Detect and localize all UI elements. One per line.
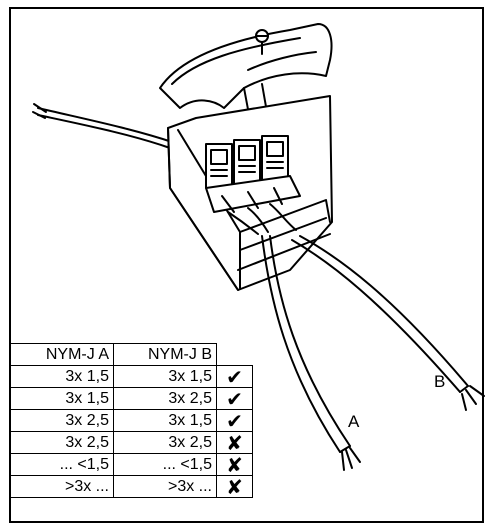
- check-mark-icon: ✔: [216, 365, 253, 388]
- cable-compatibility-table: NYM-J A NYM-J B 3x 1,5 3x 1,5 ✔ 3x 1,5 3…: [10, 343, 253, 498]
- cable-a-size: ... <1,5: [10, 453, 114, 476]
- cable-b-size: 3x 2,5: [113, 431, 217, 454]
- terminal-block-2: [233, 139, 261, 185]
- table-row: 3x 2,5 3x 2,5 ✘: [10, 431, 253, 454]
- check-mark-icon: ✔: [216, 409, 253, 432]
- hinged-lid: [159, 23, 333, 109]
- table-row: >3x ... >3x ... ✘: [10, 475, 253, 498]
- table-row: 3x 2,5 3x 1,5 ✔: [10, 409, 253, 432]
- table-row: 3x 1,5 3x 1,5 ✔: [10, 365, 253, 388]
- terminal-block-1: [205, 143, 233, 189]
- terminal-block-3: [261, 135, 289, 181]
- cable-a-size: 3x 1,5: [10, 387, 114, 410]
- incoming-cable: [37, 107, 173, 143]
- cable-a-size: 3x 1,5: [10, 365, 114, 388]
- table-row: 3x 1,5 3x 2,5 ✔: [10, 387, 253, 410]
- cable-b-size: 3x 1,5: [113, 365, 217, 388]
- x-mark-icon: ✘: [216, 475, 253, 498]
- check-mark-icon: ✔: [216, 387, 253, 410]
- cable-b-size: 3x 2,5: [113, 387, 217, 410]
- cable-a-size: 3x 2,5: [10, 431, 114, 454]
- cable-b-size: ... <1,5: [113, 453, 217, 476]
- cable-b-size: >3x ...: [113, 475, 217, 498]
- x-mark-icon: ✘: [216, 431, 253, 454]
- cable-a-size: 3x 2,5: [10, 409, 114, 432]
- x-mark-icon: ✘: [216, 453, 253, 476]
- header-nym-j-a: NYM-J A: [10, 343, 114, 366]
- cable-b: [291, 239, 461, 393]
- header-nym-j-b: NYM-J B: [113, 343, 217, 366]
- table-row: ... <1,5 ... <1,5 ✘: [10, 453, 253, 476]
- cable-a-size: >3x ...: [10, 475, 114, 498]
- cable-a: [261, 235, 341, 453]
- cable-a-label: A: [348, 412, 360, 431]
- header-empty-cell: [216, 343, 253, 366]
- cable-b-size: 3x 1,5: [113, 409, 217, 432]
- table-header-row: NYM-J A NYM-J B: [10, 343, 253, 366]
- cable-b-label: B: [434, 372, 446, 391]
